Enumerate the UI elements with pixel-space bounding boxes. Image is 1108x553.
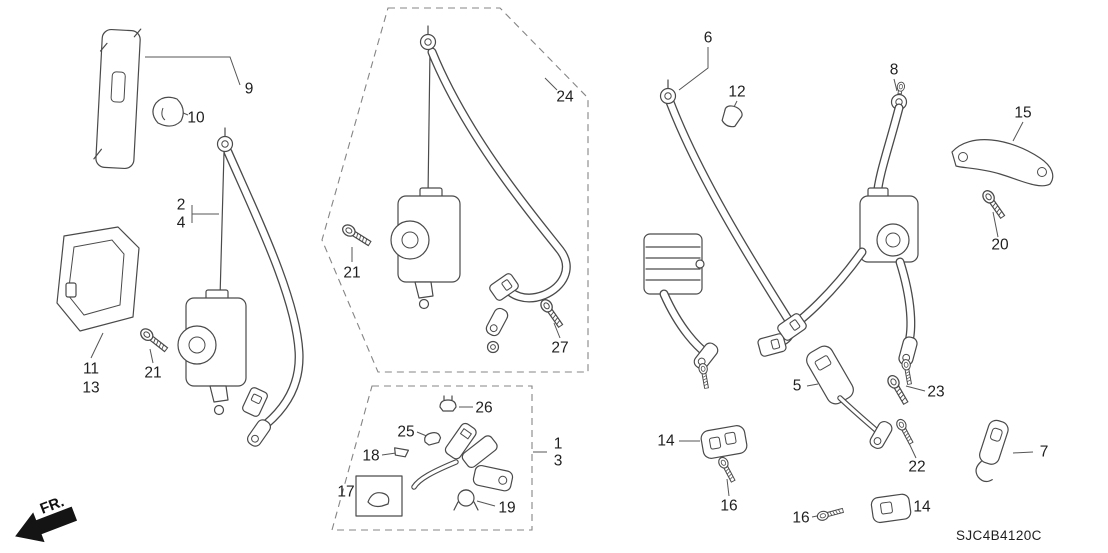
bolt-21-left [138,327,169,355]
callout-label-21b: 21 [144,364,162,382]
screw-22 [895,418,915,446]
callout-label-5: 5 [792,377,802,395]
screw-16-right [816,506,844,521]
callout-label-14a: 14 [657,432,675,450]
callout-label-9: 9 [244,80,254,98]
right-seat-belt-assembly-8 [775,82,919,386]
callout-label-6: 6 [703,29,713,47]
callout-label-12: 12 [728,83,746,101]
callout-label-23: 23 [927,383,945,401]
bracket-part-14-right [870,493,912,524]
bracket-part-15 [951,139,1054,187]
callout-label-8: 8 [889,61,899,79]
callout-label-17: 17 [337,483,355,501]
callout-label-11: 11 [82,360,100,378]
dashed-group-boundaries [321,7,589,531]
left-seat-belt-assembly [177,127,304,450]
buckle-set-parts [355,395,514,517]
callout-label-21a: 21 [343,264,361,282]
callout-label-18: 18 [362,447,380,465]
bolt-27 [539,298,566,330]
cap-part-12 [721,105,743,128]
callout-label-14b: 14 [913,498,931,516]
front-direction-arrow [15,506,78,543]
callout-label-24: 24 [556,88,574,106]
callout-label-15: 15 [1014,104,1032,122]
callout-label-4: 4 [176,214,186,232]
callout-label-19: 19 [498,499,516,517]
center-buckle-part-5 [806,345,895,452]
callout-label-16a: 16 [720,497,738,515]
callout-label-1: 1 [553,435,563,453]
pillar-garnish-part [93,28,142,170]
callout-label-27: 27 [551,339,569,357]
cap-part-10 [152,96,184,127]
callout-label-22: 22 [908,458,926,476]
callout-label-16b: 16 [792,509,810,527]
callout-label-3: 3 [553,452,563,470]
callout-label-20: 20 [991,236,1009,254]
callout-label-25: 25 [397,423,415,441]
callout-label-10: 10 [187,109,205,127]
callout-label-26: 26 [475,399,493,417]
diagram-code: SJC4B4120C [956,528,1042,543]
callout-label-2: 2 [176,196,186,214]
bolt-21-middle [341,223,373,249]
callout-leader-lines [90,47,1034,518]
anchor-cover-part [56,226,140,332]
anchor-hook-part-7 [975,419,1009,483]
callout-label-7: 7 [1039,443,1049,461]
bracket-part-14-left [700,425,748,459]
middle-seat-belt-assembly [390,25,571,354]
right-seat-belt-assembly-6 [643,79,796,389]
callout-label-13: 13 [82,379,100,397]
